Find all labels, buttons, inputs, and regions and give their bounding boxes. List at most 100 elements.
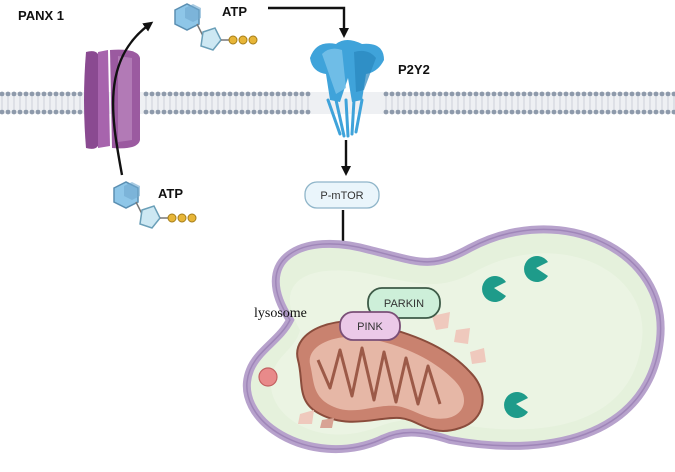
lipid-head (449, 91, 455, 97)
panx1-label: PANX 1 (18, 8, 64, 23)
lipid-head (245, 91, 251, 97)
lipid-head (551, 91, 557, 97)
lipid-head (617, 109, 623, 115)
lipid-head (0, 109, 5, 115)
lipid-head (293, 109, 299, 115)
lipid-head (17, 109, 23, 115)
atp-molecule-bottom (113, 181, 197, 229)
lipid-head (275, 91, 281, 97)
lipid-head (47, 91, 53, 97)
lipid-head (647, 109, 653, 115)
lipid-head (281, 91, 287, 97)
lipid-head (59, 91, 65, 97)
lipid-head (521, 109, 527, 115)
lipid-head (473, 91, 479, 97)
lipid-head (269, 109, 275, 115)
lipid-head (533, 109, 539, 115)
lipid-head (419, 109, 425, 115)
lipid-head (215, 109, 221, 115)
lipid-head (203, 109, 209, 115)
lipid-head (485, 91, 491, 97)
lipid-head (197, 109, 203, 115)
lipid-head (305, 109, 311, 115)
mitochondrion (296, 312, 486, 432)
p-mtor-label: P-mTOR (320, 190, 363, 202)
lipid-head (659, 91, 665, 97)
lipid-head (455, 109, 461, 115)
lipid-head (551, 109, 557, 115)
lipid-head (197, 91, 203, 97)
lipid-head (203, 91, 209, 97)
lipid-head (521, 91, 527, 97)
lipid-head (545, 91, 551, 97)
lipid-head (599, 91, 605, 97)
lipid-head (653, 109, 659, 115)
lipid-head (563, 109, 569, 115)
lipid-head (29, 91, 35, 97)
parkin-label: PARKIN (384, 298, 424, 310)
lipid-head (167, 109, 173, 115)
lipid-head (71, 109, 77, 115)
lipid-head (503, 109, 509, 115)
lipid-head (635, 109, 641, 115)
lipid-head (629, 109, 635, 115)
lipid-head (557, 91, 563, 97)
lipid-head (539, 91, 545, 97)
membrane-heads-bottom (0, 109, 675, 115)
lipid-head (281, 109, 287, 115)
lipid-head (251, 109, 257, 115)
lipid-head (437, 91, 443, 97)
lipid-head (233, 91, 239, 97)
lipid-head (11, 91, 17, 97)
lipid-head (23, 109, 29, 115)
lysosomal-enzyme-2 (482, 276, 506, 303)
lipid-head (47, 109, 53, 115)
lipid-head (425, 91, 431, 97)
lipid-head (431, 91, 437, 97)
lipid-head (587, 109, 593, 115)
lipid-head (461, 109, 467, 115)
lipid-head (527, 91, 533, 97)
p-mtor-box (304, 181, 380, 209)
lipid-head (557, 109, 563, 115)
lipid-head (191, 109, 197, 115)
lipid-head (239, 91, 245, 97)
lipid-head (671, 109, 675, 115)
p2y2-label: P2Y2 (398, 62, 430, 77)
lipid-head (41, 91, 47, 97)
lipid-head (509, 109, 515, 115)
lipid-head (221, 109, 227, 115)
lipid-head (287, 109, 293, 115)
lipid-head (401, 91, 407, 97)
lipid-head (671, 91, 675, 97)
lipid-head (413, 91, 419, 97)
lipid-head (587, 91, 593, 97)
atp-to-p2y2-arrow (268, 6, 349, 38)
lipid-head (53, 109, 59, 115)
lipid-head (593, 91, 599, 97)
lipid-head (287, 91, 293, 97)
lipid-head (497, 91, 503, 97)
lipid-head (581, 91, 587, 97)
pink-box (339, 311, 401, 341)
lysosomal-enzyme-3 (504, 391, 528, 418)
lipid-head (383, 91, 389, 97)
lipid-head (395, 91, 401, 97)
lipid-head (413, 109, 419, 115)
lipid-head (431, 109, 437, 115)
lipid-head (143, 91, 149, 97)
lipid-head (23, 91, 29, 97)
lipid-head (143, 109, 149, 115)
lipid-head (479, 91, 485, 97)
lipid-head (533, 91, 539, 97)
lipid-head (449, 109, 455, 115)
lipid-head (479, 109, 485, 115)
lipid-head (641, 109, 647, 115)
lipid-head (395, 109, 401, 115)
lipid-head (11, 109, 17, 115)
lipid-head (659, 109, 665, 115)
lipid-head (515, 91, 521, 97)
lipid-head (623, 109, 629, 115)
lipid-head (635, 91, 641, 97)
